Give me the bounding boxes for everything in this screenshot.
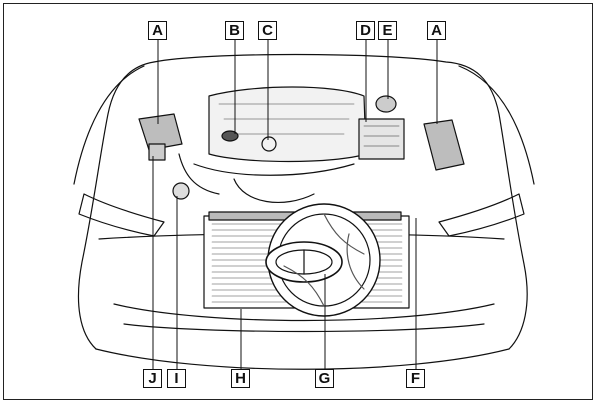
callout-g: G bbox=[315, 369, 334, 388]
left-headlamp bbox=[78, 193, 165, 237]
callout-b: B bbox=[225, 21, 244, 40]
bumper-inner bbox=[113, 303, 495, 322]
fender-left bbox=[73, 65, 145, 185]
battery bbox=[358, 118, 405, 160]
callout-a-right: A bbox=[427, 21, 446, 40]
engine-compartment-illustration bbox=[73, 40, 535, 370]
air-cleaner-right bbox=[423, 119, 465, 171]
hood-outline-left bbox=[77, 61, 155, 350]
oil-filler-cap bbox=[221, 130, 239, 142]
fender-right bbox=[458, 65, 535, 185]
diagram-frame: A B C D E A J I H G F bbox=[3, 3, 593, 400]
callout-f: F bbox=[406, 369, 425, 388]
callout-a-left: A bbox=[148, 21, 167, 40]
callout-c: C bbox=[258, 21, 277, 40]
grille-lower bbox=[123, 323, 485, 333]
washer-fluid-cap bbox=[172, 182, 190, 200]
brake-reservoir bbox=[148, 143, 166, 161]
bumper-line bbox=[95, 348, 510, 370]
coolant-reservoir bbox=[375, 95, 397, 113]
right-headlamp bbox=[438, 193, 525, 237]
callout-h: H bbox=[231, 369, 250, 388]
callout-d: D bbox=[356, 21, 375, 40]
dipstick-ring bbox=[261, 136, 277, 152]
air-cleaner-left bbox=[138, 113, 183, 151]
hood-outline bbox=[153, 53, 528, 350]
callout-i: I bbox=[167, 369, 186, 388]
engine-cover bbox=[208, 86, 367, 163]
callout-e: E bbox=[378, 21, 397, 40]
callout-j: J bbox=[143, 369, 162, 388]
